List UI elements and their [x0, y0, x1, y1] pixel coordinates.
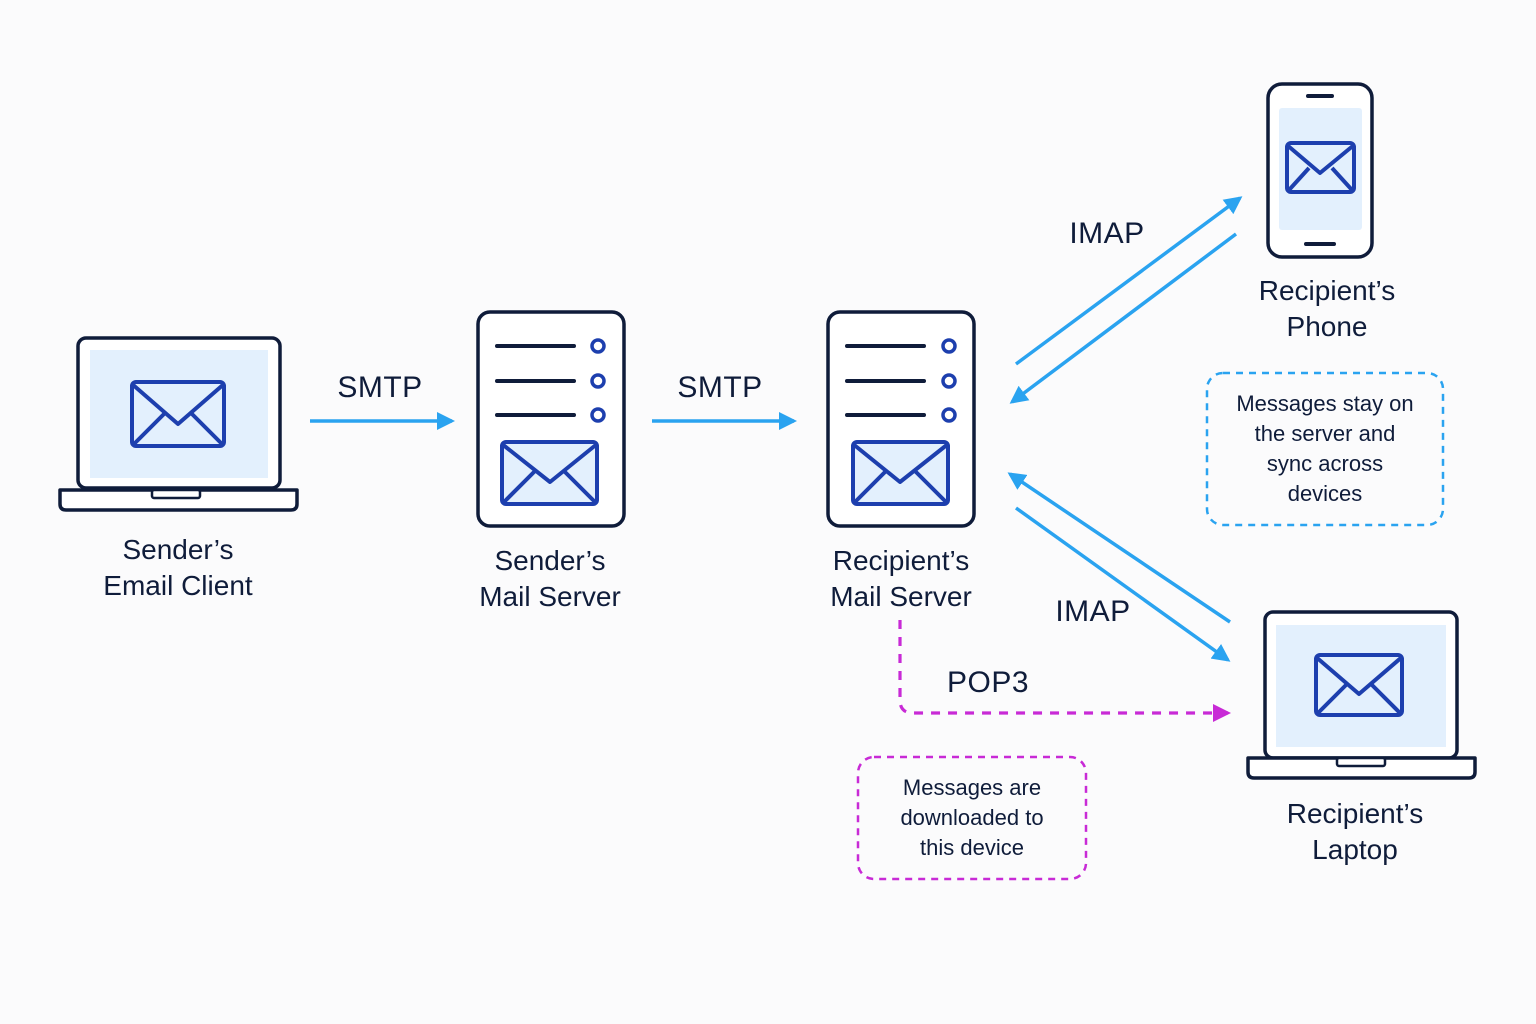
recipient-laptop-icon [1246, 610, 1477, 780]
pop3-download-note: Messages are downloaded to this device [858, 757, 1086, 879]
sender-client-label: Sender’s Email Client [48, 532, 308, 604]
recipient-phone-label: Recipient’s Phone [1197, 273, 1457, 345]
note-line: devices [1287, 481, 1363, 506]
label-line: Recipient’s [1286, 798, 1424, 829]
imap-sync-note: Messages stay on the server and sync acr… [1207, 373, 1443, 525]
imap-arrow-laptop-to-server [1007, 472, 1231, 624]
pop3-label: POP3 [946, 666, 1030, 699]
imap-label-laptop: IMAP [1055, 595, 1131, 628]
imap-arrow-server-to-phone [1014, 196, 1243, 366]
label-line: Recipient’s [832, 545, 970, 576]
envelope-icon [130, 380, 226, 448]
label-line: Phone [1286, 311, 1368, 342]
pop3-note-border [856, 755, 1088, 881]
pop3-arrow-server-to-laptop [898, 620, 1231, 722]
recipient-phone-icon [1266, 82, 1374, 259]
label-line: Laptop [1312, 834, 1398, 865]
label-line: Sender’s [494, 545, 606, 576]
imap-note-border [1205, 371, 1445, 527]
note-line: Messages stay on [1236, 391, 1414, 416]
imap-arrow-phone-to-server [1009, 232, 1238, 404]
sender-server-label: Sender’s Mail Server [420, 543, 680, 615]
recipient-server-icon [826, 310, 976, 528]
envelope-icon [500, 440, 599, 506]
smtp-label-1: SMTP [337, 371, 423, 404]
note-line: the server and [1254, 421, 1396, 446]
sender-server-icon [476, 310, 626, 528]
label-line: Email Client [103, 570, 253, 601]
note-line: downloaded to [900, 805, 1044, 830]
imap-arrow-server-to-laptop [1014, 506, 1231, 662]
note-line: sync across [1266, 451, 1384, 476]
label-line: Sender’s [122, 534, 234, 565]
envelope-icon [1285, 141, 1356, 194]
label-line: Recipient’s [1258, 275, 1396, 306]
label-line: Mail Server [479, 581, 621, 612]
label-line: Mail Server [830, 581, 972, 612]
recipient-server-label: Recipient’s Mail Server [771, 543, 1031, 615]
note-line: Messages are [902, 775, 1042, 800]
imap-label-phone: IMAP [1069, 217, 1145, 250]
sender-laptop-icon [58, 336, 299, 512]
envelope-icon [1314, 653, 1404, 717]
smtp-label-2: SMTP [677, 371, 763, 404]
recipient-laptop-label: Recipient’s Laptop [1225, 796, 1485, 868]
note-line: this device [920, 835, 1024, 860]
envelope-icon [851, 440, 950, 506]
